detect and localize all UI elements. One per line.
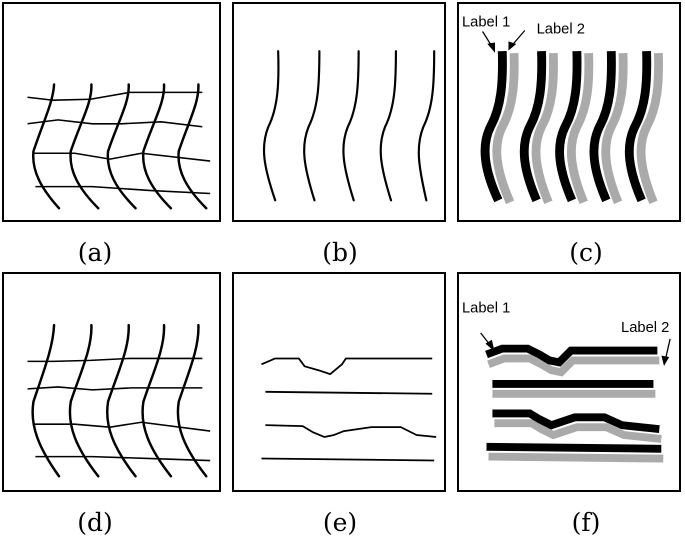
panel-c: Label 1 Label 2	[457, 2, 681, 222]
caption-a: (a)	[77, 238, 113, 267]
label-2-text: Label 2	[621, 320, 669, 336]
lines-diagram-e	[261, 357, 437, 462]
labels-diagram-c: Label 1 Label 2	[462, 15, 663, 205]
label-2-text: Label 2	[537, 21, 585, 37]
lines-diagram-b	[262, 50, 436, 202]
panel-d	[2, 272, 221, 492]
panel-a	[2, 2, 221, 222]
panel-f: Label 1 Label 2	[457, 272, 681, 492]
panel-b	[232, 2, 446, 222]
caption-e: (e)	[322, 508, 358, 537]
label-arrows	[482, 30, 526, 53]
panel-e	[232, 272, 446, 492]
label-arrows	[480, 332, 671, 367]
grid-diagram-d	[27, 323, 211, 478]
labels-diagram-f: Label 1 Label 2	[462, 300, 671, 463]
caption-b: (b)	[322, 238, 358, 267]
caption-d: (d)	[77, 508, 113, 537]
grid-diagram-a	[27, 83, 211, 210]
label-1-text: Label 1	[462, 300, 510, 316]
caption-c: (c)	[569, 238, 603, 267]
label-1-text: Label 1	[462, 15, 510, 31]
caption-f: (f)	[571, 508, 601, 537]
